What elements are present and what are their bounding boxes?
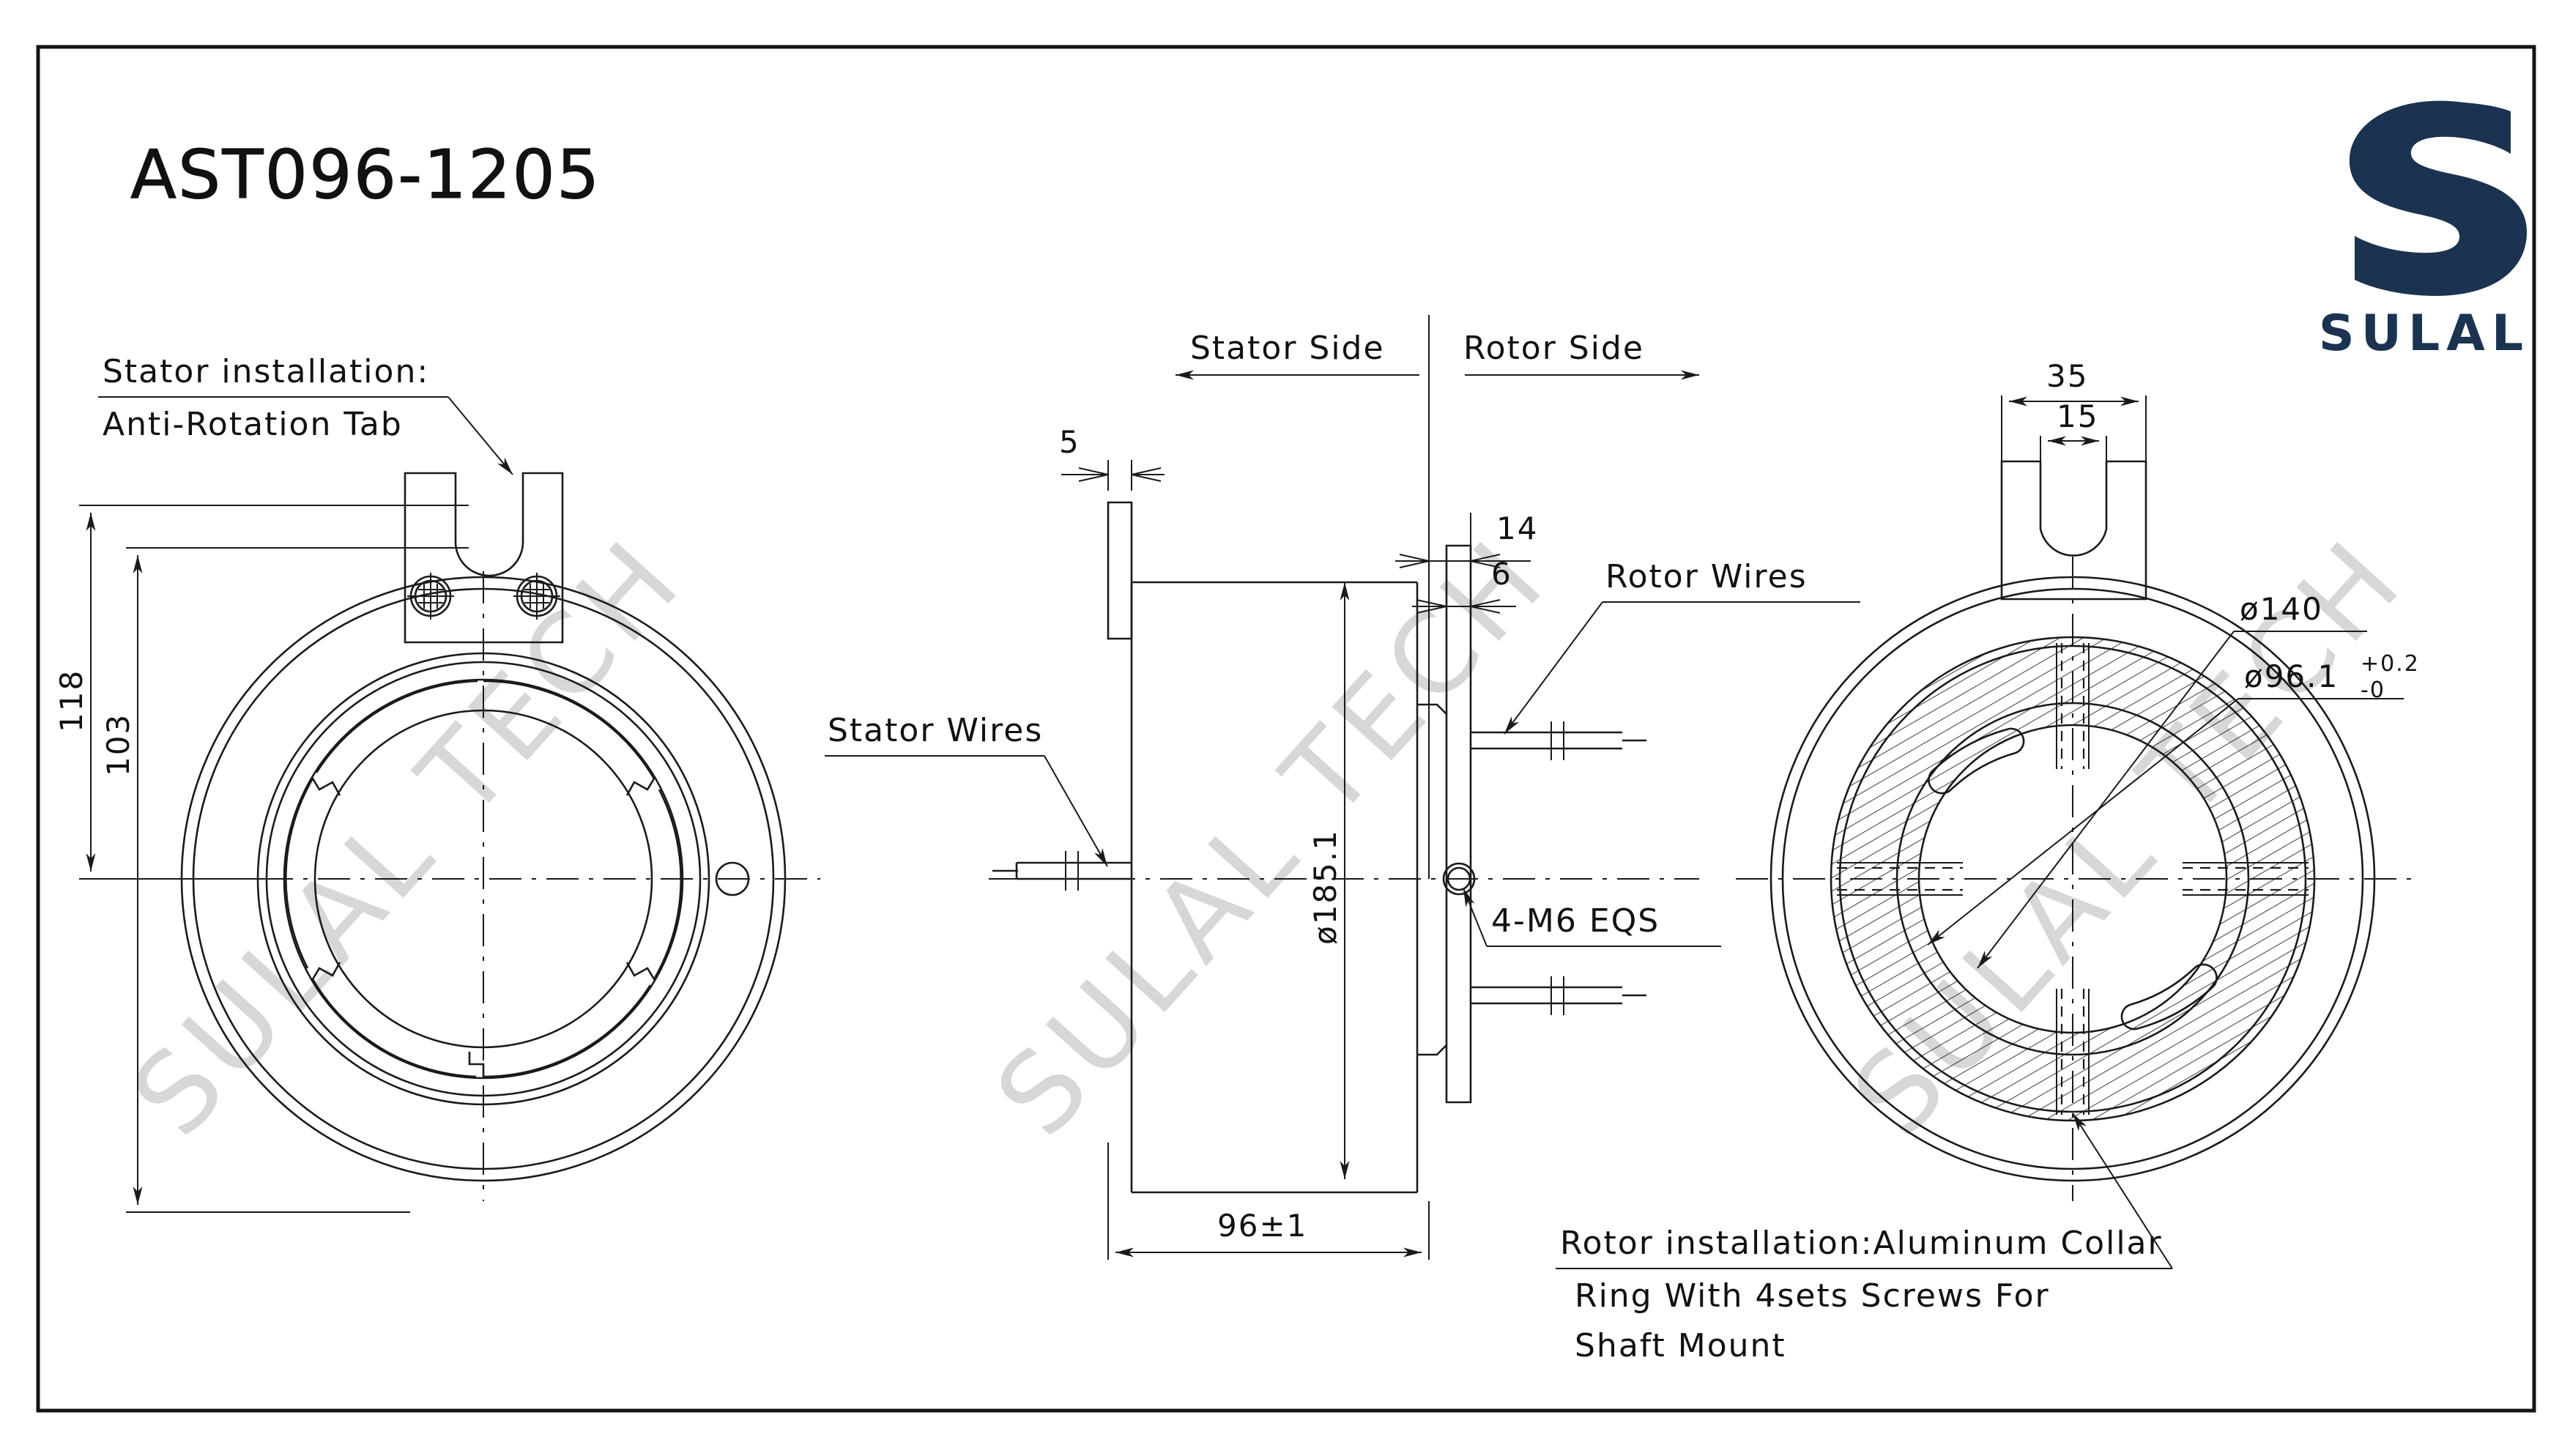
callout-4-m6-eqs: 4-M6 EQS — [1463, 888, 1721, 947]
dim-d96-label: ø96.1 — [2244, 658, 2339, 694]
view-left: Stator installation: Anti-Rotation Tab 1… — [53, 353, 820, 1213]
dim-6: 6 — [1412, 556, 1516, 624]
dim-35: 35 — [2001, 358, 2147, 469]
note-line-2: Anti-Rotation Tab — [103, 406, 403, 443]
stator-wires-label: Stator Wires — [828, 712, 1043, 749]
view-right: 35 15 ø140 ø96.1 +0.2 -0 — [1556, 358, 2420, 1364]
watermark-middle: SULAL TECH — [972, 514, 1571, 1160]
rotor-note-line-3: Shaft Mount — [1575, 1327, 1786, 1364]
dim-5: 5 — [1059, 424, 1165, 491]
m6-hole-marker — [1442, 862, 1476, 896]
dim-15-label: 15 — [2057, 398, 2098, 434]
dim-d140-label: ø140 — [2240, 591, 2323, 627]
dim-103: 103 — [100, 547, 469, 1213]
dim-118-label: 118 — [53, 669, 89, 732]
dim-96pm1: 96±1 — [1107, 1143, 1430, 1260]
side-label-stator: Stator Side — [1176, 330, 1419, 380]
stator-side-label: Stator Side — [1190, 330, 1385, 367]
rotor-side-label: Rotor Side — [1463, 330, 1644, 367]
dim-d96-tol-upper: +0.2 — [2361, 651, 2420, 677]
dim-5-label: 5 — [1059, 424, 1080, 460]
rotor-note-line-2: Ring With 4sets Screws For — [1575, 1277, 2050, 1315]
stator-wires-geometry — [992, 851, 1132, 891]
sheet-border — [36, 45, 2536, 1413]
collar-screw-holes — [1837, 643, 2309, 1115]
screw-left — [407, 573, 454, 620]
note-line-1: Stator installation: — [103, 353, 429, 390]
dim-96pm1-label: 96±1 — [1217, 1208, 1307, 1244]
dim-d185: ø185.1 — [1307, 582, 1350, 1179]
view-middle: Stator Side Rotor Side 5 — [825, 315, 1860, 1260]
screw-right — [513, 573, 560, 620]
dim-103-label: 103 — [100, 713, 136, 776]
callout-stator-wires: Stator Wires — [825, 712, 1108, 867]
dim-6-label: 6 — [1491, 556, 1512, 592]
rotor-wires-lower — [1471, 976, 1646, 1015]
rotor-wires-label: Rotor Wires — [1605, 558, 1808, 595]
rotor-wires-upper — [1471, 721, 1646, 760]
page-title: AST096-1205 — [130, 135, 601, 214]
rotor-note-line-1: Rotor installation:Aluminum Collar — [1560, 1225, 2163, 1262]
dim-14-label: 14 — [1496, 510, 1538, 546]
dim-d185-label: ø185.1 — [1307, 829, 1343, 945]
m6-eqs-label: 4-M6 EQS — [1491, 902, 1660, 940]
rotor-tab — [2000, 460, 2147, 601]
callout-rotor-wires: Rotor Wires — [1504, 558, 1860, 735]
side-label-rotor: Rotor Side — [1463, 330, 1699, 380]
dim-d140: ø140 — [1977, 591, 2367, 969]
anti-rotation-tab — [404, 472, 564, 644]
note-stator-installation: Stator installation: Anti-Rotation Tab — [98, 353, 513, 475]
dim-d96: ø96.1 +0.2 -0 — [1927, 651, 2420, 946]
dim-15: 15 — [2040, 398, 2107, 469]
note-rotor-installation: Rotor installation:Aluminum Collar Ring … — [1556, 1113, 2173, 1364]
dim-14: 14 — [1395, 510, 1538, 579]
dim-118: 118 — [53, 505, 469, 880]
dim-35-label: 35 — [2046, 358, 2088, 394]
collar-slots — [1928, 727, 2218, 1030]
